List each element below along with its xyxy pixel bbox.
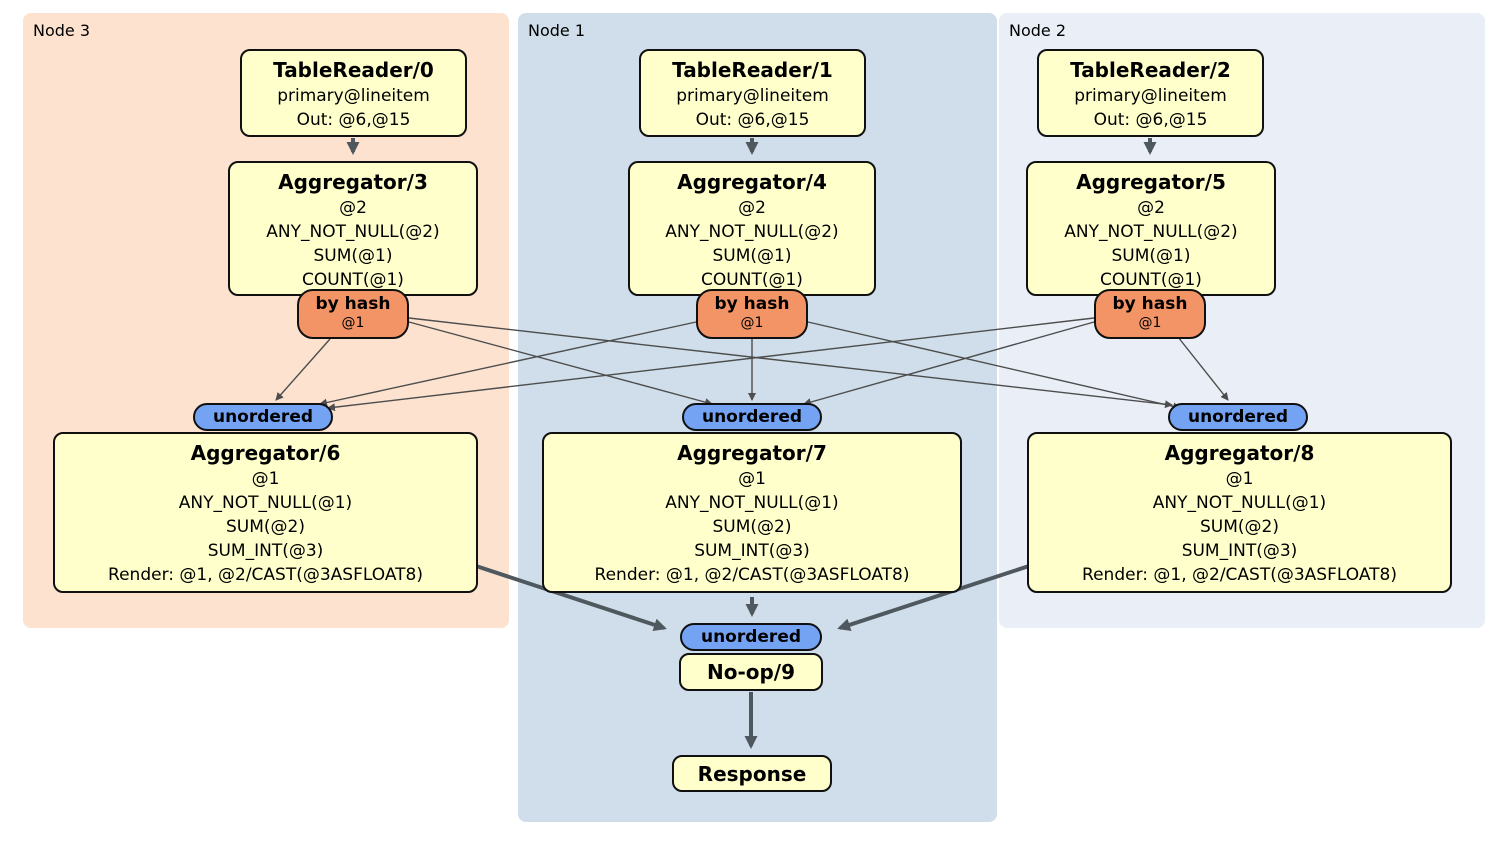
processor-detail: @2 bbox=[738, 198, 766, 218]
processor-detail: primary@lineitem bbox=[676, 86, 829, 106]
processor-detail: Render: @1, @2/CAST(@3ASFLOAT8) bbox=[108, 565, 423, 585]
processor-detail: SUM(@1) bbox=[712, 246, 792, 266]
unordered-sync-final: unordered bbox=[680, 623, 822, 651]
processor-detail: SUM(@2) bbox=[226, 517, 305, 537]
hash-router-node3: by hash @1 bbox=[297, 289, 409, 339]
processor-title: Aggregator/8 bbox=[1164, 441, 1315, 465]
hash-router-node2: by hash @1 bbox=[1094, 289, 1206, 339]
processor-detail: Out: @6,@15 bbox=[1093, 110, 1208, 130]
processor-detail: ANY_NOT_NULL(@2) bbox=[266, 222, 440, 242]
processor-aggregator-3: Aggregator/3 @2 ANY_NOT_NULL(@2) SUM(@1)… bbox=[228, 161, 478, 296]
router-detail: @1 bbox=[740, 315, 764, 331]
node-group-3-label: Node 3 bbox=[33, 21, 91, 40]
processor-detail: primary@lineitem bbox=[277, 86, 430, 106]
processor-detail: @2 bbox=[1137, 198, 1165, 218]
processor-noop-9: No-op/9 bbox=[679, 653, 823, 691]
sync-label: unordered bbox=[1187, 407, 1289, 427]
sync-label: unordered bbox=[701, 407, 803, 427]
processor-aggregator-5: Aggregator/5 @2 ANY_NOT_NULL(@2) SUM(@1)… bbox=[1026, 161, 1276, 296]
processor-detail: ANY_NOT_NULL(@1) bbox=[665, 493, 839, 513]
processor-detail: @1 bbox=[738, 469, 766, 489]
processor-aggregator-7: Aggregator/7 @1 ANY_NOT_NULL(@1) SUM(@2)… bbox=[542, 432, 962, 593]
response-box: Response bbox=[672, 755, 832, 792]
response-title: Response bbox=[697, 762, 807, 786]
router-detail: @1 bbox=[1138, 315, 1162, 331]
processor-title: No-op/9 bbox=[706, 660, 796, 684]
processor-detail: SUM_INT(@3) bbox=[1181, 541, 1298, 561]
unordered-sync-node2: unordered bbox=[1168, 403, 1308, 431]
processor-detail: SUM(@1) bbox=[1111, 246, 1191, 266]
processor-detail: ANY_NOT_NULL(@1) bbox=[1152, 493, 1327, 513]
processor-detail: SUM_INT(@3) bbox=[694, 541, 810, 561]
router-label: by hash bbox=[714, 294, 790, 314]
processor-detail: Render: @1, @2/CAST(@3ASFLOAT8) bbox=[1082, 565, 1397, 585]
processor-detail: Out: @6,@15 bbox=[695, 110, 810, 130]
sync-label: unordered bbox=[700, 627, 802, 647]
processor-title: Aggregator/4 bbox=[677, 170, 827, 194]
node-group-2-label: Node 2 bbox=[1009, 21, 1067, 40]
processor-detail: @2 bbox=[339, 198, 367, 218]
router-label: by hash bbox=[1112, 294, 1188, 314]
processor-detail: SUM_INT(@3) bbox=[207, 541, 324, 561]
processor-title: Aggregator/6 bbox=[190, 441, 341, 465]
processor-title: TableReader/2 bbox=[1070, 58, 1231, 82]
processor-title: TableReader/0 bbox=[273, 58, 434, 82]
unordered-sync-node1: unordered bbox=[682, 403, 822, 431]
processor-detail: SUM(@2) bbox=[1200, 517, 1279, 537]
processor-aggregator-8: Aggregator/8 @1 ANY_NOT_NULL(@1) SUM(@2)… bbox=[1027, 432, 1452, 593]
hash-router-node1: by hash @1 bbox=[696, 289, 808, 339]
router-detail: @1 bbox=[341, 315, 365, 331]
router-label: by hash bbox=[315, 294, 391, 314]
processor-detail: primary@lineitem bbox=[1074, 86, 1227, 106]
processor-detail: ANY_NOT_NULL(@2) bbox=[665, 222, 839, 242]
processor-detail: @1 bbox=[1225, 469, 1254, 489]
processor-detail: COUNT(@1) bbox=[302, 270, 404, 290]
processor-detail: Render: @1, @2/CAST(@3ASFLOAT8) bbox=[594, 565, 910, 585]
processor-detail: COUNT(@1) bbox=[701, 270, 803, 290]
unordered-sync-node3: unordered bbox=[193, 403, 333, 431]
processor-detail: ANY_NOT_NULL(@1) bbox=[178, 493, 353, 513]
processor-tablereader-0: TableReader/0 primary@lineitem Out: @6,@… bbox=[240, 49, 467, 137]
processor-detail: COUNT(@1) bbox=[1100, 270, 1202, 290]
processor-title: Aggregator/5 bbox=[1076, 170, 1226, 194]
processor-detail: ANY_NOT_NULL(@2) bbox=[1064, 222, 1238, 242]
processor-title: Aggregator/3 bbox=[278, 170, 428, 194]
node-group-1-label: Node 1 bbox=[528, 21, 586, 40]
sync-label: unordered bbox=[212, 407, 314, 427]
processor-detail: Out: @6,@15 bbox=[296, 110, 411, 130]
processor-detail: SUM(@2) bbox=[712, 517, 792, 537]
processor-detail: @1 bbox=[251, 469, 280, 489]
processor-title: TableReader/1 bbox=[672, 58, 833, 82]
processor-aggregator-4: Aggregator/4 @2 ANY_NOT_NULL(@2) SUM(@1)… bbox=[628, 161, 876, 296]
processor-aggregator-6: Aggregator/6 @1 ANY_NOT_NULL(@1) SUM(@2)… bbox=[53, 432, 478, 593]
processor-tablereader-1: TableReader/1 primary@lineitem Out: @6,@… bbox=[639, 49, 866, 137]
processor-detail: SUM(@1) bbox=[313, 246, 393, 266]
processor-title: Aggregator/7 bbox=[677, 441, 827, 465]
processor-tablereader-2: TableReader/2 primary@lineitem Out: @6,@… bbox=[1037, 49, 1264, 137]
